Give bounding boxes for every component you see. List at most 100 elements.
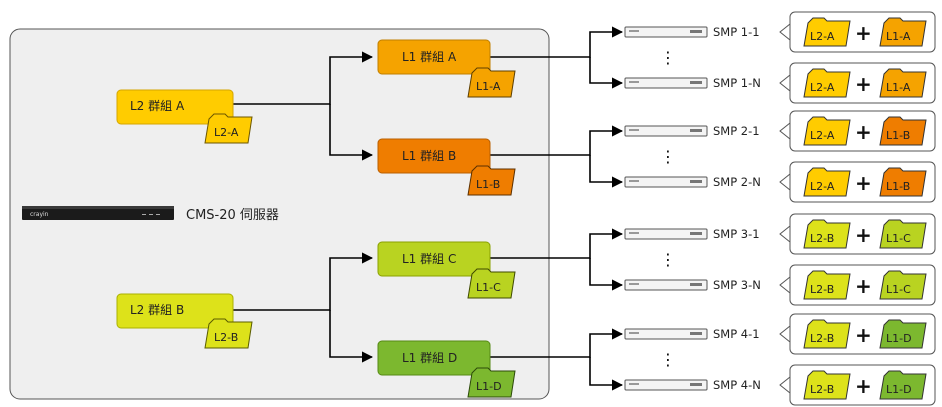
folder-label: L2-B [810, 232, 834, 245]
plus-sign: + [855, 323, 872, 347]
player-row: SMP 2-1 L2-A + L1-B [624, 110, 936, 152]
ellipsis-4: ⋮ [660, 350, 676, 369]
l1-group-b-label: L1 群組 B [402, 149, 456, 163]
folder-icon: L1-C [467, 268, 516, 299]
ellipsis-2: ⋮ [660, 147, 676, 166]
player-row: SMP 4-1 L2-B + L1-D [624, 313, 936, 355]
box-pointer [779, 23, 791, 41]
folder-icon: L1-B [467, 165, 516, 196]
player-row: SMP 2-N L2-A + L1-B [624, 161, 936, 203]
folder-label: L1-A [476, 80, 501, 93]
folder-label: L1-A [886, 81, 911, 94]
l2-group-b-label: L2 群組 B [130, 303, 184, 317]
folder-label: L1-D [886, 383, 912, 396]
player-row: SMP 3-N L2-B + L1-C [624, 264, 936, 306]
l1-group-d-label: L1 群組 D [402, 351, 457, 365]
folder-icon: L2-B [803, 319, 851, 349]
server-device-icon: crayin [22, 206, 174, 220]
player-label: SMP 1-N [713, 76, 761, 90]
folder-label: L1-A [886, 30, 911, 43]
folder-label: L2-A [810, 180, 835, 193]
player-device-icon [624, 379, 708, 391]
folder-label: L2-B [214, 331, 238, 344]
plus-sign: + [855, 171, 872, 195]
player-device-icon [624, 125, 708, 137]
player-label: SMP 2-1 [713, 124, 760, 138]
box-pointer [779, 376, 791, 394]
folder-icon: L1-D [879, 319, 927, 349]
player-device-icon [624, 328, 708, 340]
l1-group-d: L1 群組 D L1-D [377, 340, 516, 398]
ellipsis-3: ⋮ [660, 250, 676, 269]
folder-label: L1-B [886, 129, 910, 142]
plus-sign: + [855, 223, 872, 247]
player-row: SMP 1-N L2-A + L1-A [624, 62, 936, 104]
l1-group-c: L1 群組 C L1-C [377, 241, 516, 299]
box-pointer [779, 276, 791, 294]
player-label: SMP 2-N [713, 175, 761, 189]
folder-icon: L2-A [803, 116, 851, 146]
folder-icon: L1-B [879, 167, 927, 197]
folder-icon: L1-D [879, 370, 927, 400]
folder-label: L2-A [214, 126, 239, 139]
player-label: SMP 3-N [713, 278, 761, 292]
box-pointer [779, 173, 791, 191]
l1-group-c-label: L1 群組 C [402, 252, 456, 266]
l1-group-a: L1 群組 A L1-A [377, 39, 516, 98]
player-row: SMP 1-1 L2-A+ L1-A [624, 11, 936, 53]
player-label: SMP 3-1 [713, 227, 760, 241]
box-pointer [779, 325, 791, 343]
folder-icon: L1-A [879, 68, 927, 98]
folder-label: L2-A [810, 81, 835, 94]
player-device-icon [624, 26, 708, 38]
server-label: CMS-20 伺服器 [186, 208, 279, 223]
folder-icon: L1-B [879, 116, 927, 146]
folder-icon: L1-C [879, 270, 927, 300]
box-pointer [779, 225, 791, 243]
folder-icon: L2-A [803, 68, 851, 98]
folder-icon: L2-B [803, 219, 851, 249]
player-row: SMP 4-N L2-B + L1-D [624, 364, 936, 406]
player-device-icon [624, 176, 708, 188]
folder-label: L1-C [886, 283, 911, 296]
folder-icon: L1-C [879, 219, 927, 249]
folder-icon: L2-A [803, 17, 851, 47]
folder-label: L2-B [810, 283, 834, 296]
l2-group-b: L2 群組 B L2-B [116, 293, 253, 349]
plus-sign: + [855, 374, 872, 398]
folder-label: L2-A [810, 129, 835, 142]
folder-label: L1-C [476, 281, 501, 294]
folder-icon: L1-D [467, 367, 516, 398]
folder-icon: L2-B [803, 370, 851, 400]
folder-icon: L1-A [467, 67, 516, 98]
l2-to-l1-connectors [233, 51, 374, 363]
server-brand-label: crayin [30, 211, 49, 218]
folder-label: L1-D [886, 332, 912, 345]
folder-icon: L2-B [803, 270, 851, 300]
plus-sign: + [855, 274, 872, 298]
l1-group-a-label: L1 群組 A [402, 50, 457, 64]
folder-icon: L2-A [803, 167, 851, 197]
ellipsis-1: ⋮ [660, 48, 676, 67]
player-device-icon [624, 77, 708, 89]
folder-label: L2-B [810, 332, 834, 345]
folder-icon: L2-B [204, 318, 253, 349]
folder-label: L1-C [886, 232, 911, 245]
l1-to-player-connectors [490, 26, 624, 391]
folder-label: L1-B [476, 178, 500, 191]
plus-sign: + [855, 120, 872, 144]
plus-sign: + [855, 72, 872, 96]
folder-label: L1-B [886, 180, 910, 193]
player-label: SMP 1-1 [713, 25, 760, 39]
box-pointer [779, 74, 791, 92]
plus-sign: + [855, 21, 872, 45]
folder-icon: L2-A [204, 113, 253, 144]
player-row: SMP 3-1 L2-B + L1-C [624, 213, 936, 255]
folder-icon: L1-A [879, 17, 927, 47]
folder-label: L2-B [810, 383, 834, 396]
l2-group-a-label: L2 群組 A [130, 99, 185, 113]
player-label: SMP 4-1 [713, 327, 760, 341]
player-device-icon [624, 279, 708, 291]
player-label: SMP 4-N [713, 378, 761, 392]
